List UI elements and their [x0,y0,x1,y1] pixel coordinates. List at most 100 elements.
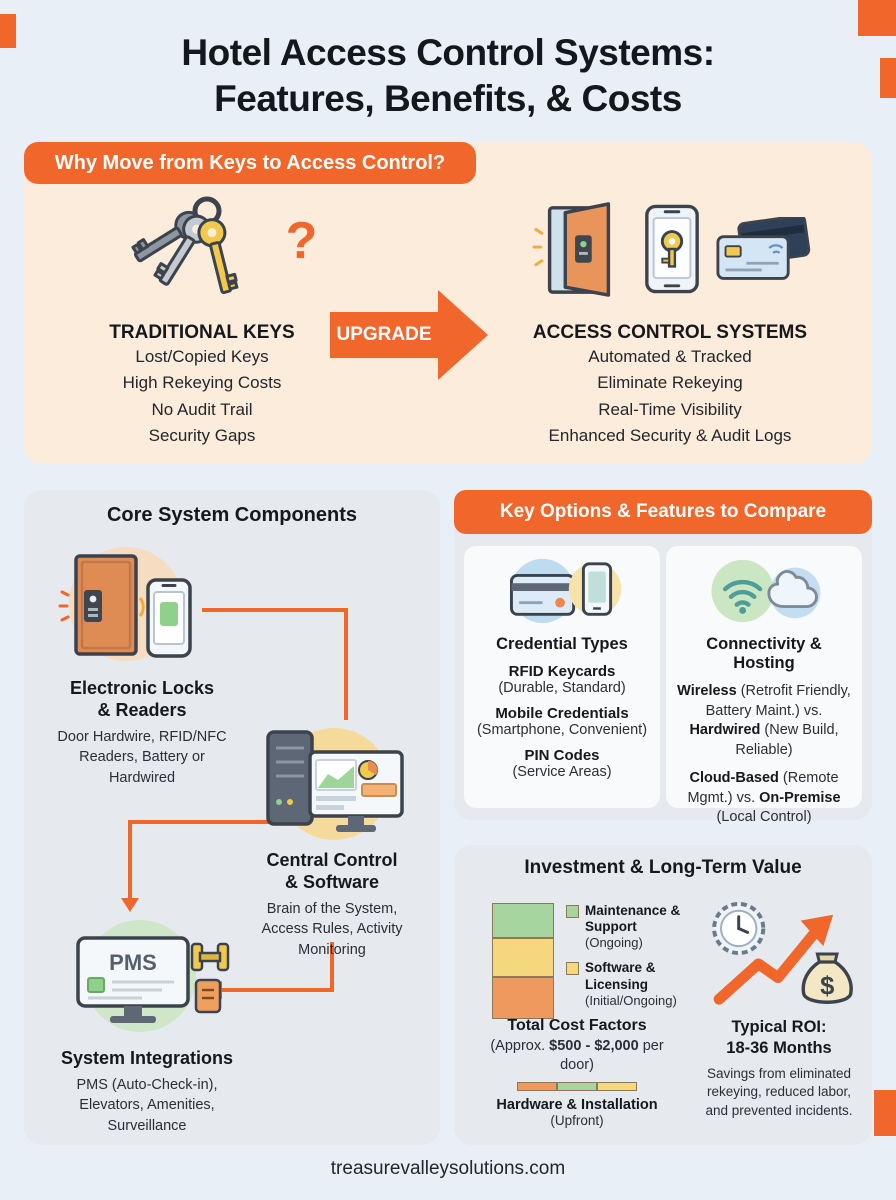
roi-title-line2: 18-36 Months [726,1038,832,1057]
edge-decoration-right [880,58,896,98]
locks-node-desc: Door Hardwire, RFID/NFC Readers, Battery… [57,728,227,786]
access-item: Enhanced Security & Audit Logs [548,426,792,446]
locks-node-label: Electronic Locks & Readers Door Hardwire… [32,678,252,788]
traditional-item: High Rekeying Costs [122,373,282,393]
why-move-panel: Why Move from Keys to Access Control? [24,142,872,464]
money-bag-icon: $ [801,952,853,1004]
hardware-upfront-label: (Upfront) [550,1112,604,1128]
corner-decoration-top-left [0,14,16,48]
connectivity-bold: Wireless [677,683,737,699]
traditional-item: Security Gaps [148,426,256,446]
cost-legend: Maintenance & Support (Ongoing) Software… [566,903,686,1018]
website-url: treasurevalleysolutions.com [330,1158,566,1179]
central-node-label: Central Control & Software Brain of the … [236,850,428,960]
credential-types-title: Credential Types [496,635,628,653]
growth-arrow-icon [713,914,834,1005]
legend-desc: (Initial/Ongoing) [585,992,677,1008]
cost-mini-segment [597,1081,637,1091]
corner-decoration-top-right [858,0,896,36]
traditional-keys-title: TRADITIONAL KEYS [109,322,295,343]
credential-types-card: Credential Types RFID Keycards (Durable,… [464,546,660,808]
access-control-title: ACCESS CONTROL SYSTEMS [532,322,808,343]
upgrade-arrow: UPGRADE [330,312,438,358]
credential-types-icon [509,558,622,624]
total-cost-title: Total Cost Factors [507,1017,647,1034]
connectivity-text: (New Build, Reliable) [735,722,839,758]
credential-item-desc: (Service Areas) [512,764,612,780]
corner-decoration-bottom-right [874,1090,896,1136]
investment-panel: Investment & Long-Term Value Maintenance… [454,845,872,1145]
traditional-keys-column: ? TRADITIONAL KEYS Lost/Copied Keys High… [52,188,352,449]
connectivity-text: (Local Control) [716,809,812,826]
legend-desc: (Ongoing) [585,935,643,951]
cost-post: per door) [560,1038,664,1073]
key-options-header: Key Options & Features to Compare [454,490,872,534]
core-components-title: Core System Components [106,504,358,526]
credential-item: PIN Codes (Service Areas) [472,747,652,780]
connectivity-text: (Retrofit Friendly, Battery Maint.) vs. [705,683,851,719]
mobile-key-icon [644,204,699,294]
credential-item-desc: (Durable, Standard) [498,680,626,696]
connectivity-bold: On-Premise [759,789,841,806]
question-mark: ? [285,212,318,270]
pms-integrations-icon: PMS [76,920,230,1032]
electronic-lock-icon [58,547,192,661]
amenity-card-icon [194,978,222,1014]
connectivity-text: (Remote Mgmt.) vs. [687,770,839,806]
cost-mini-segment [517,1081,557,1091]
connectivity-hosting-title: Connectivity & Hosting [706,635,822,672]
roi-title-line1: Typical ROI: [731,1018,827,1036]
core-components-panel: Core System Components [24,490,440,1145]
integrations-node-label: System Integrations PMS (Auto-Check-in),… [32,1048,262,1136]
page-title-line2: Features, Benefits, & Costs [214,78,682,120]
cost-bar-segment [492,903,554,938]
access-item: Eliminate Rekeying [597,373,743,393]
traditional-keys-media: ? [52,188,352,310]
pms-screen-label: PMS [109,950,157,975]
legend-swatch-software [566,962,579,976]
clock-icon [712,901,766,956]
connector-line [128,820,274,824]
integrations-node-desc: PMS (Auto-Check-in), Elevators, Amenitie… [76,1076,218,1134]
roi-desc: Savings from eliminated rekeying, reduce… [705,1066,853,1118]
access-control-media [490,188,850,310]
investment-title: Investment & Long-Term Value [524,857,802,878]
central-node-title-line1: Central Control [266,850,398,870]
credential-item-name: RFID Keycards [508,663,616,680]
central-node-desc: Brain of the System, Access Rules, Activ… [261,900,403,958]
credential-item-name: PIN Codes [524,747,600,764]
integrations-node-title: System Integrations [60,1048,234,1068]
keycards-icon [715,217,810,280]
access-item: Automated & Tracked [588,347,752,366]
connector-line [222,988,334,992]
legend-entry: Maintenance & Support (Ongoing) [566,903,686,950]
credential-item: RFID Keycards (Durable, Standard) [472,663,652,696]
connectivity-hosting-icon [711,559,821,623]
access-item: Real-Time Visibility [598,399,742,419]
cost-amount: $2,000 [594,1038,639,1054]
connector-line [344,608,348,720]
central-node-title-line2: & Software [284,871,380,892]
connectivity-bold: Cloud-Based [689,770,779,787]
legend-label: Maintenance & Support [585,903,681,935]
credential-item: Mobile Credentials (Smartphone, Convenie… [472,705,652,738]
roi-block: Typical ROI: 18-36 Months Savings from e… [694,1017,864,1120]
connector-arrowhead-icon [121,898,139,912]
locks-node-title-line2: & Readers [97,699,187,720]
money-symbol: $ [820,972,834,1000]
page-title-line1: Hotel Access Control Systems: [181,32,715,73]
connector-line [330,942,334,990]
traditional-item: Lost/Copied Keys [135,347,269,366]
page-title: Hotel Access Control Systems: Features, … [0,30,896,123]
connector-line [202,608,348,612]
cost-amount: $500 - [549,1038,591,1054]
cost-mini-segment [557,1081,597,1091]
cost-stacked-bar [492,903,554,1019]
connectivity-bold: Hardwired [689,722,761,739]
dumbbell-icon [190,942,230,972]
cost-bar-segment [492,937,554,978]
credential-item-name: Mobile Credentials [495,705,629,722]
connectivity-item: Wireless (Retrofit Friendly, Battery Mai… [674,682,854,760]
legend-entry: Software & Licensing (Initial/Ongoing) [566,960,686,1008]
